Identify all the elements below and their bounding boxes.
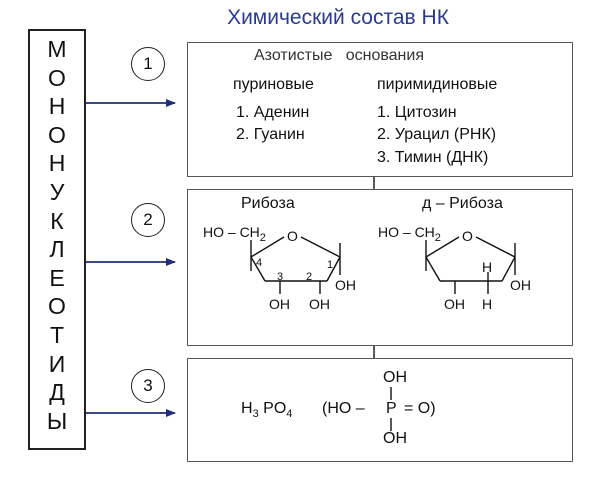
step-number-2: 2 — [131, 203, 165, 237]
side-letter: О — [48, 293, 66, 320]
phosphate-struct-right: = O) — [404, 400, 436, 417]
pyrimidine-item: 1. Цитозин — [377, 104, 457, 121]
side-letter: Ы — [46, 407, 68, 434]
diagram-title: Химический состав НК — [227, 6, 449, 29]
side-letter: К — [50, 207, 64, 234]
ribose-carbon-number: 2 — [306, 271, 313, 283]
side-word-box — [28, 29, 86, 450]
step-number-3: 3 — [131, 369, 165, 403]
deoxyribose-title: д – Рибоза — [422, 195, 503, 212]
phosphate-box — [187, 358, 573, 462]
purine-item: 1. Аденин — [236, 104, 310, 121]
deoxyribose-oh-1: OH — [510, 277, 531, 293]
phosphoric-acid-formula: H3 PO4 — [241, 400, 293, 420]
pyrimidine-item: 2. Урацил (РНК) — [377, 126, 497, 143]
ribose-ch2-group: HO – CH2 — [203, 224, 266, 244]
side-letter: Л — [49, 236, 65, 263]
phosphate-struct-p: P — [386, 400, 397, 417]
side-letter: Д — [49, 379, 65, 406]
side-letter: Н — [48, 93, 66, 120]
bases-box — [187, 42, 573, 177]
phosphate-oh-top: OH — [383, 369, 407, 386]
ribose-carbon-number: 4 — [256, 257, 263, 269]
side-word: М О Н О Н У К Л Е О Т И Д Ы — [28, 35, 86, 435]
deoxyribose-h-upper: H — [482, 259, 493, 275]
purine-item: 2. Гуанин — [236, 126, 305, 143]
deoxyribose-oh-3: OH — [444, 296, 465, 312]
ribose-carbon-number: 1 — [327, 259, 334, 271]
ribose-oh-3: OH — [269, 296, 290, 312]
side-letter: Т — [49, 321, 65, 348]
ribose-oh-1: OH — [335, 277, 356, 293]
deoxyribose-h-2: H — [482, 296, 493, 312]
purine-header: пуриновые — [233, 76, 314, 93]
pyrimidine-header: пиримидиновые — [377, 76, 498, 93]
step-number-1: 1 — [131, 47, 165, 81]
pyrimidine-item: 3. Тимин (ДНК) — [377, 149, 489, 166]
deoxyribose-ring-oxygen: O — [462, 228, 473, 244]
phosphate-struct-left: (HO – — [322, 400, 365, 417]
side-letter: О — [48, 64, 66, 91]
side-letter: Е — [49, 264, 65, 291]
ribose-title: Рибоза — [241, 195, 295, 212]
side-letter: М — [47, 36, 67, 62]
bases-heading: Азотистые основания — [254, 47, 424, 64]
side-letter: У — [49, 178, 65, 205]
ribose-oh-2: OH — [309, 296, 330, 312]
phosphate-oh-bottom: OH — [383, 430, 407, 447]
deoxyribose-ch2-group: HO – CH2 — [378, 224, 441, 244]
ribose-ring-oxygen: O — [287, 228, 298, 244]
ribose-carbon-number: 3 — [277, 271, 284, 283]
side-letter: И — [48, 350, 66, 377]
side-letter: О — [48, 121, 66, 148]
side-letter: Н — [48, 150, 66, 177]
